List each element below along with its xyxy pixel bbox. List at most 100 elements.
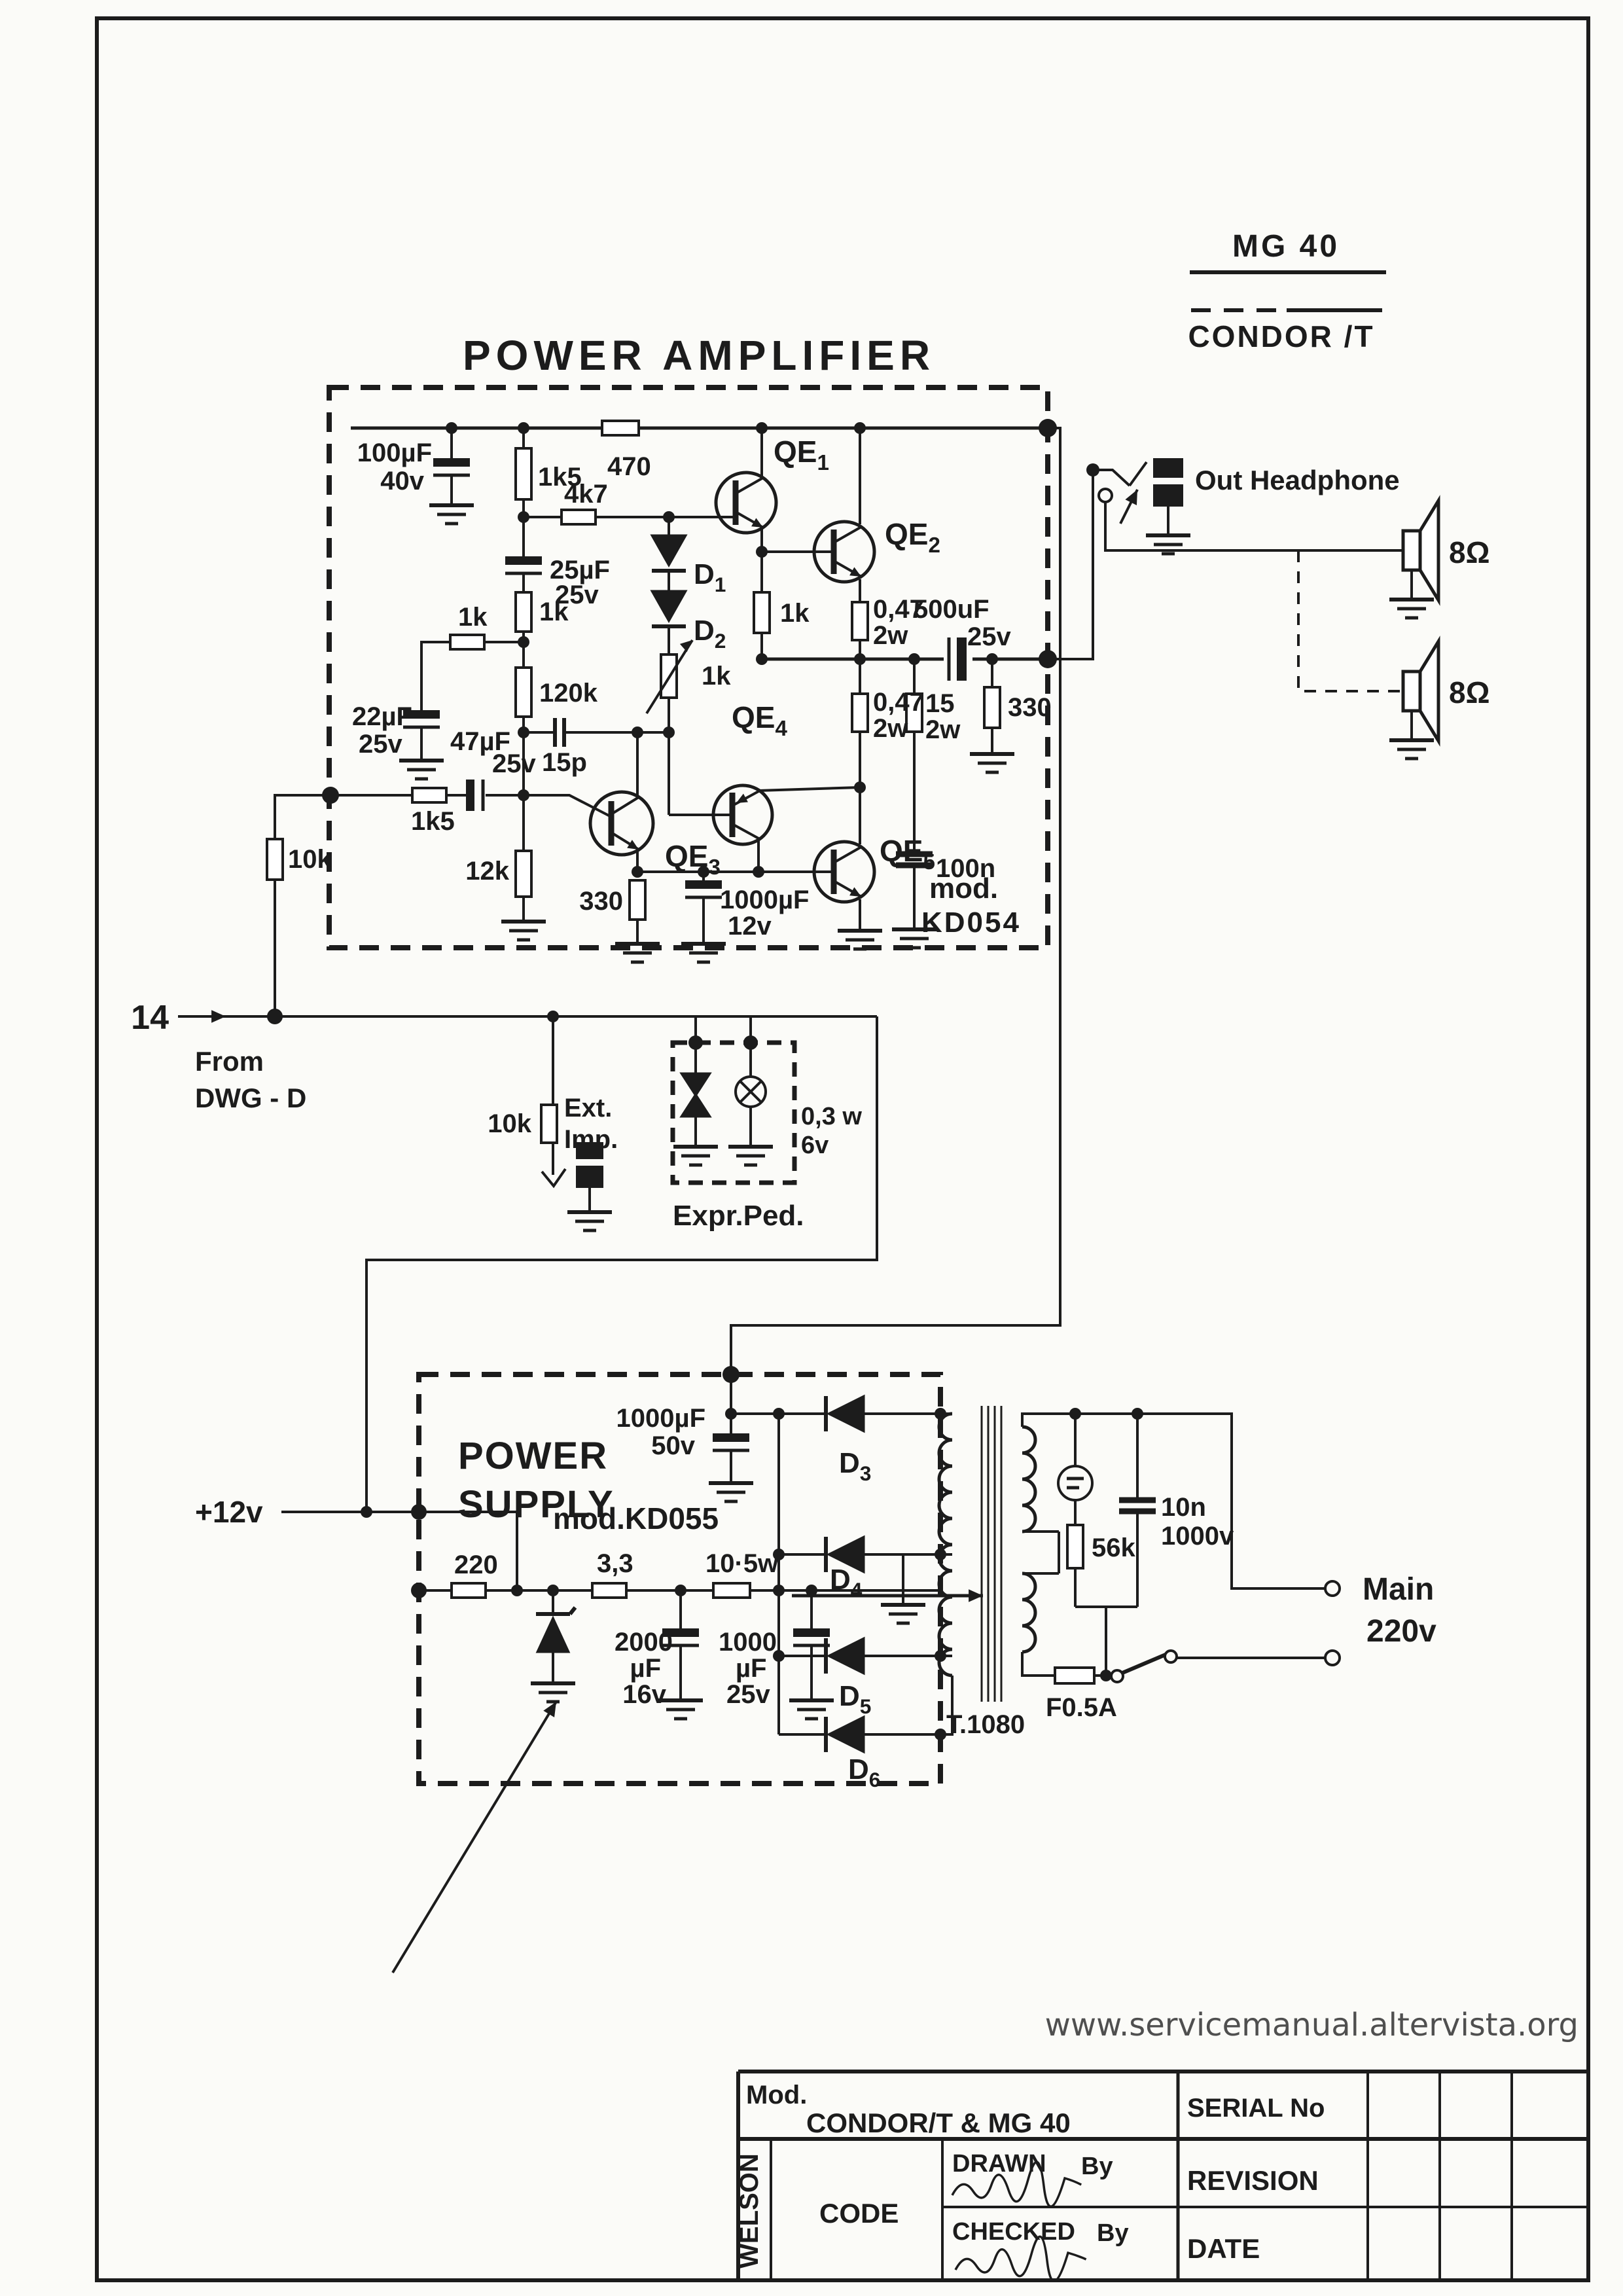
input-riser2 xyxy=(274,794,412,839)
cap-22uF-plateA xyxy=(403,710,440,719)
res-047-upper-label: 0,47 xyxy=(873,595,924,624)
lamp-power-label: 0,3 w xyxy=(801,1103,862,1130)
url-label: www.servicemanual.altervista.org xyxy=(1045,2007,1578,2043)
transistor-QE3-head xyxy=(627,840,639,850)
junction-qe1-rail xyxy=(756,422,768,434)
transistor-QE5-label: QE5 xyxy=(880,834,935,874)
res-330-qe3 xyxy=(628,879,647,921)
diode-D6-label: D6 xyxy=(848,1753,880,1791)
res-1k-h xyxy=(449,634,486,651)
tb-checked: CHECKED xyxy=(952,2218,1075,2246)
cap47-volt: 25v xyxy=(492,749,536,778)
cap-1000uF-50v-plateA xyxy=(713,1433,749,1442)
diode-D3 xyxy=(826,1394,865,1433)
hp-switch-b xyxy=(1128,461,1148,487)
model-top-label: MG 40 xyxy=(1232,229,1340,264)
speaker2-line xyxy=(1297,550,1403,692)
res-047-lower-label: 0,47 xyxy=(873,688,924,717)
transistor-QE4-label: QE4 xyxy=(732,700,787,741)
branch22-b xyxy=(420,641,450,710)
res-10-5w-label: 10·5w xyxy=(705,1549,779,1578)
res-15-label: 15 xyxy=(925,689,955,718)
psu-title2: SUPPLY xyxy=(458,1483,615,1526)
res-3-3-label: 3,3 xyxy=(597,1549,633,1578)
cap-47uF-plateA xyxy=(466,780,474,811)
transistor-QE1-collector xyxy=(735,476,764,495)
tb-drawn-by: By xyxy=(1081,2153,1113,2180)
diode-D6 xyxy=(826,1715,865,1754)
transformer-arrow-head xyxy=(969,1589,983,1602)
res-220 xyxy=(450,1582,487,1599)
junction-input-col800 xyxy=(518,789,529,801)
res-10k-input xyxy=(266,838,284,881)
speaker-line xyxy=(1104,502,1403,552)
zener-note-arrow-head xyxy=(543,1702,556,1717)
speaker-2-body xyxy=(1401,670,1422,713)
res-220-label: 220 xyxy=(454,1551,498,1579)
transistor-QE4-head xyxy=(736,793,748,803)
junction-psu-top xyxy=(722,1366,740,1383)
transistor-QE5 xyxy=(812,840,876,904)
input-d xyxy=(486,794,612,818)
junction-qe2-rail xyxy=(854,422,866,434)
res-120k-label: 120k xyxy=(539,679,598,708)
cap47-label: 47µF xyxy=(450,727,510,756)
node-14 xyxy=(267,1009,283,1024)
tb-revision: REVISION xyxy=(1187,2165,1319,2196)
neon-lamp xyxy=(1057,1465,1094,1501)
dwg-label: DWG - D xyxy=(195,1083,306,1113)
diode-D1-label: D1 xyxy=(694,558,726,596)
extimp-label1: Ext. xyxy=(564,1094,612,1122)
junction-rail-1k5 xyxy=(518,422,529,434)
res-1k5-input-label: 1k5 xyxy=(411,807,455,836)
exprped-ldr-tri1 xyxy=(679,1072,712,1098)
trimmer-1k-head xyxy=(679,640,692,653)
hp-terminal xyxy=(1097,488,1113,503)
cap1000-50-volt: 50v xyxy=(651,1431,695,1460)
cap1000-25-uf: µF xyxy=(736,1654,766,1683)
qe4-upper xyxy=(758,786,861,792)
junction-rail-100uF xyxy=(446,422,457,434)
res-3-3 xyxy=(591,1582,628,1599)
cap100-volt: 40v xyxy=(380,467,424,495)
exprped-dot2 xyxy=(743,1035,758,1050)
junction-12v-edge xyxy=(411,1504,427,1520)
transistor-QE2-label: QE2 xyxy=(885,517,940,558)
amp-mod-label1: mod. xyxy=(929,872,998,905)
psu-mod-label: mod.KD055 xyxy=(553,1501,719,1535)
lamp-volt-label: 6v xyxy=(801,1132,829,1159)
diode-D3-label: D3 xyxy=(839,1447,871,1485)
diode-D5-label: D5 xyxy=(839,1680,871,1718)
tb-serial: SERIAL No xyxy=(1187,2094,1325,2123)
fuse-label: F0.5A xyxy=(1046,1693,1117,1722)
transistor-QE3-collector xyxy=(610,796,640,816)
res-12k xyxy=(514,850,533,898)
cap1000-12-label: 1000µF xyxy=(720,886,809,914)
cap1000-25-label: 1000 xyxy=(719,1628,777,1657)
res-330-out-label: 330 xyxy=(1008,693,1052,722)
res-1k-vert-label: 1k xyxy=(539,598,569,626)
cap2000-uf: µF xyxy=(630,1654,661,1683)
zener-diode-hook xyxy=(568,1606,577,1615)
exprped-dot1 xyxy=(688,1035,703,1050)
res-470 xyxy=(601,420,640,437)
switch-lever xyxy=(1121,1653,1167,1675)
switch-contact-a xyxy=(1110,1669,1124,1683)
transformer-primary-lower xyxy=(1022,1571,1037,1654)
headphone-riser xyxy=(1048,470,1094,660)
res-1k5-vert-label: 1k5 xyxy=(538,463,582,492)
exprped-dashed-box xyxy=(670,1040,797,1185)
extimp-jack-lower xyxy=(576,1166,603,1188)
res-10-5w xyxy=(712,1582,751,1599)
junction-qe4-qe5base xyxy=(753,866,764,878)
speaker-2-label: 8Ω xyxy=(1449,675,1489,709)
chain-edge-dot xyxy=(411,1583,427,1598)
res-047-lower-w: 2w xyxy=(873,714,908,743)
cap-25uF-plateA xyxy=(505,556,542,565)
cap10n-label: 10n xyxy=(1161,1493,1206,1522)
cap10n-volt: 1000v xyxy=(1161,1522,1234,1551)
transistor-QE1-label: QE1 xyxy=(774,435,829,475)
amp-mod-label2: KD054 xyxy=(921,906,1021,939)
psu-title1: POWER xyxy=(458,1435,608,1477)
res-1k5-vert xyxy=(514,447,533,501)
